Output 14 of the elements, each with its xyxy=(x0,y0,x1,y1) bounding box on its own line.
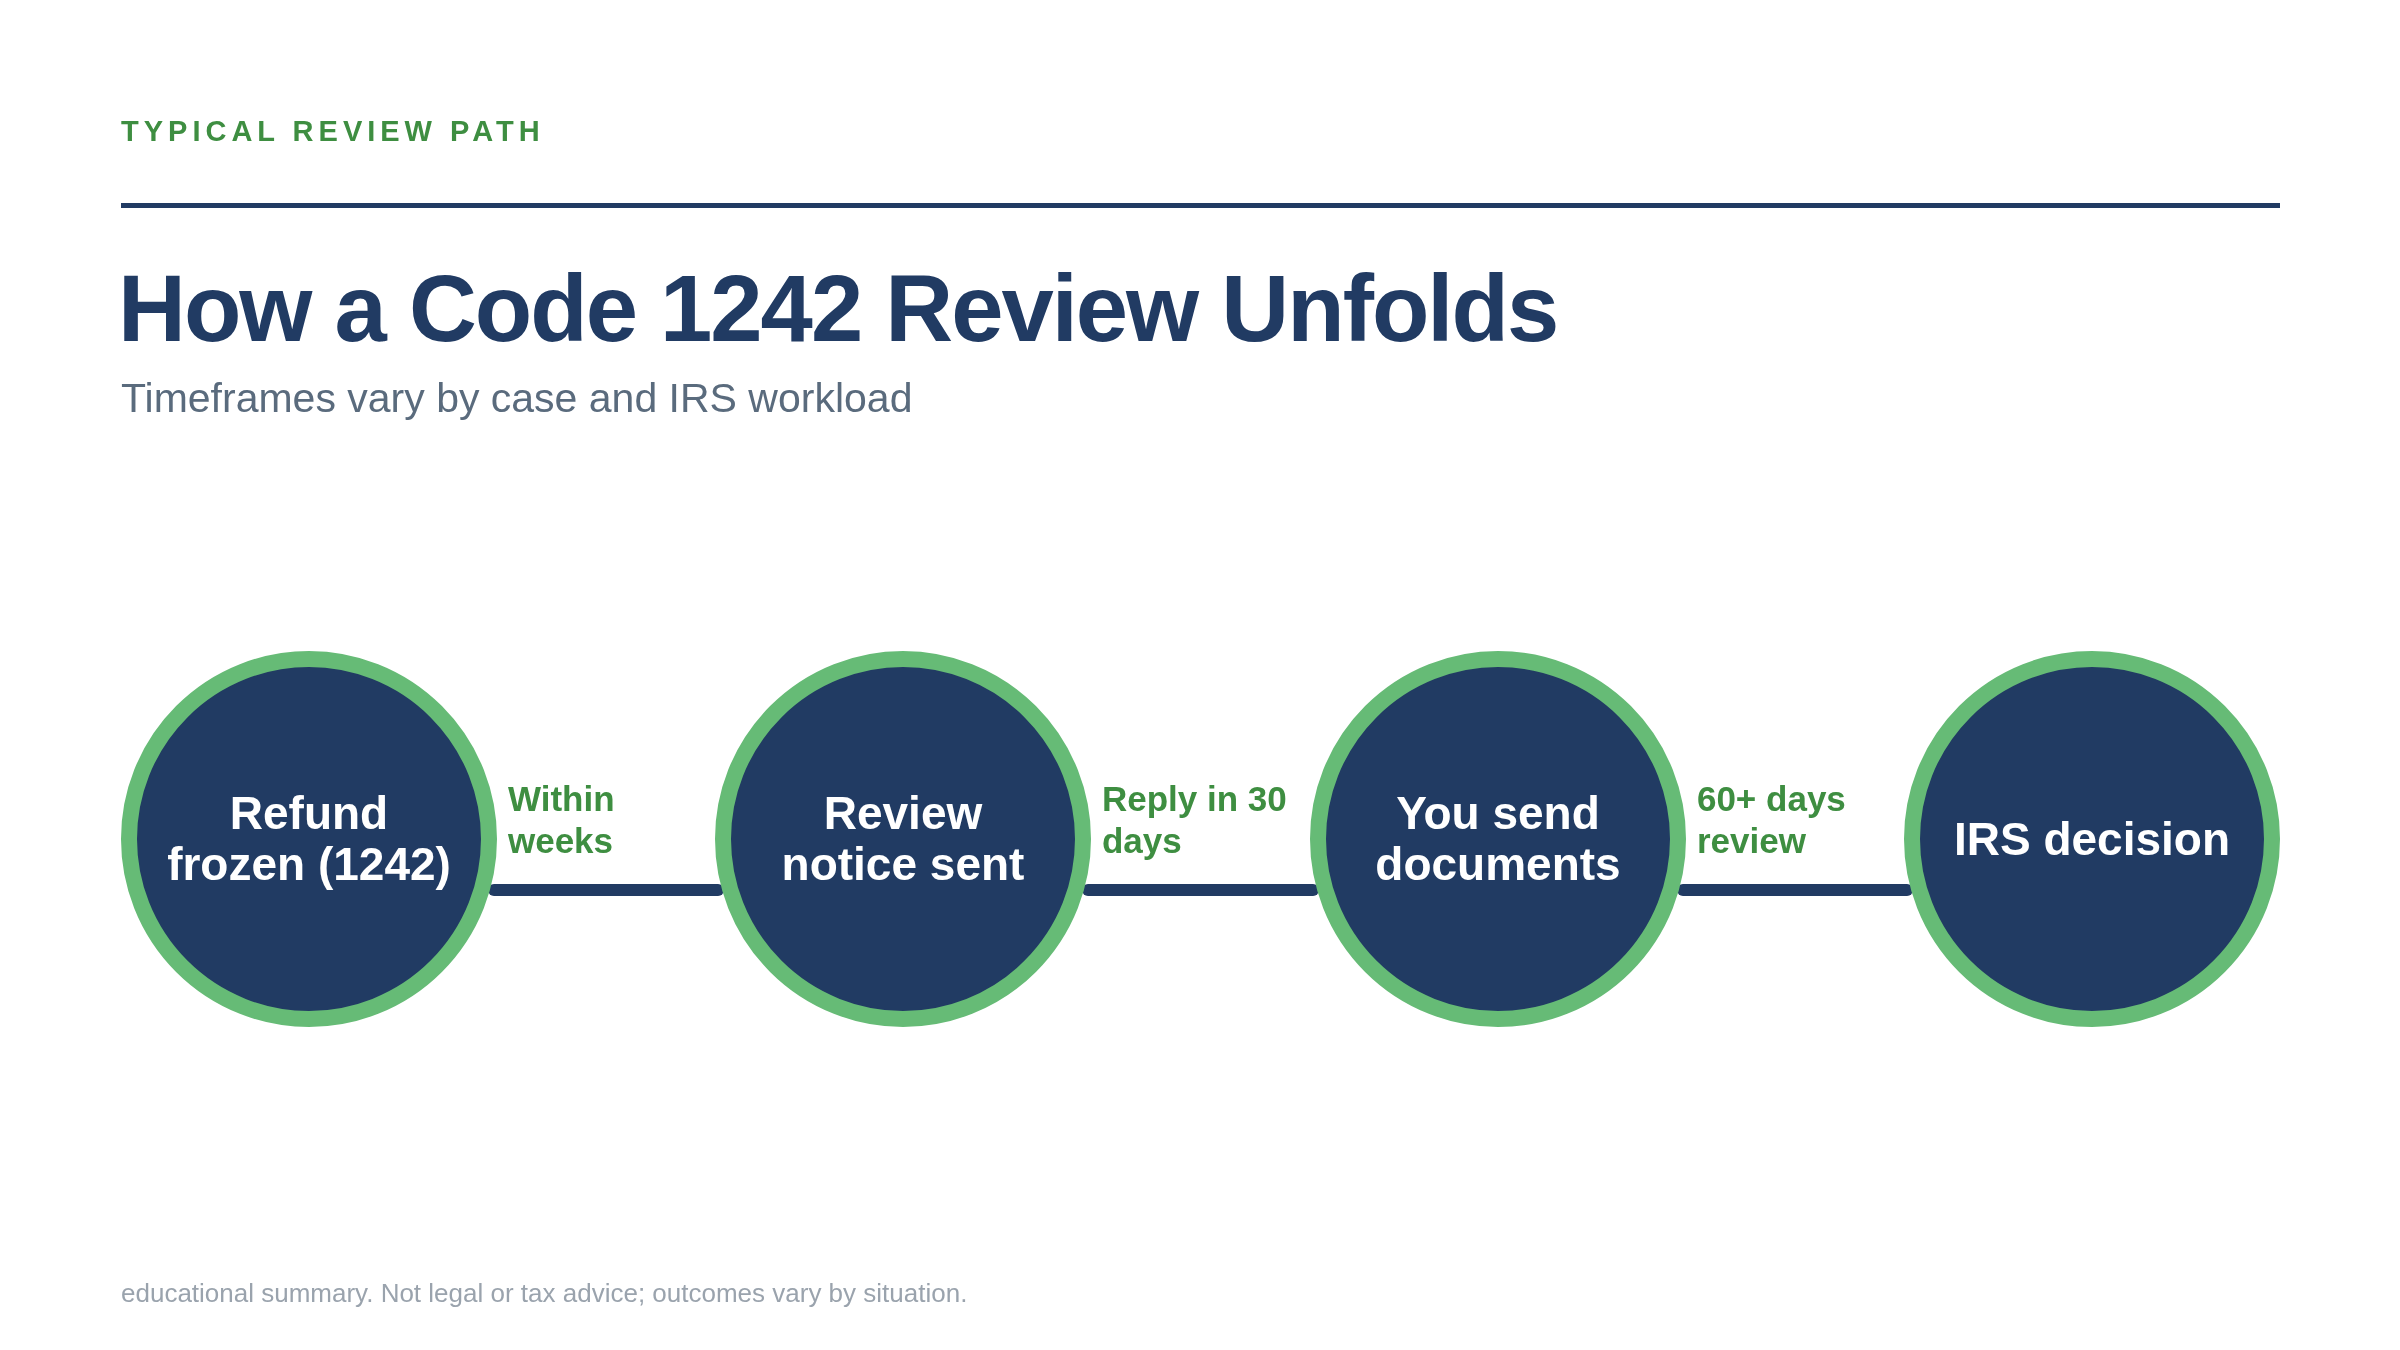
kicker-text: TYPICAL REVIEW PATH xyxy=(121,115,545,148)
edge-label: 60+ days review xyxy=(1696,778,1847,862)
footer-note: educational summary. Not legal or tax advice; outcomes vary by situation. xyxy=(121,1278,968,1309)
edge-label: Reply in 30 days xyxy=(1101,778,1288,862)
connector-line xyxy=(1676,884,1914,896)
subtitle: Timeframes vary by case and IRS workload xyxy=(121,375,913,422)
edge-label: Within weeks xyxy=(507,778,616,862)
step-label: You send documents xyxy=(1374,788,1622,890)
step-label: Refund frozen (1242) xyxy=(166,788,452,890)
connector-line xyxy=(1081,884,1320,896)
step-label: IRS decision xyxy=(1952,813,2232,865)
connector-line xyxy=(487,884,725,896)
title: How a Code 1242 Review Unfolds xyxy=(118,255,1558,363)
step-label: Review notice sent xyxy=(780,788,1026,890)
